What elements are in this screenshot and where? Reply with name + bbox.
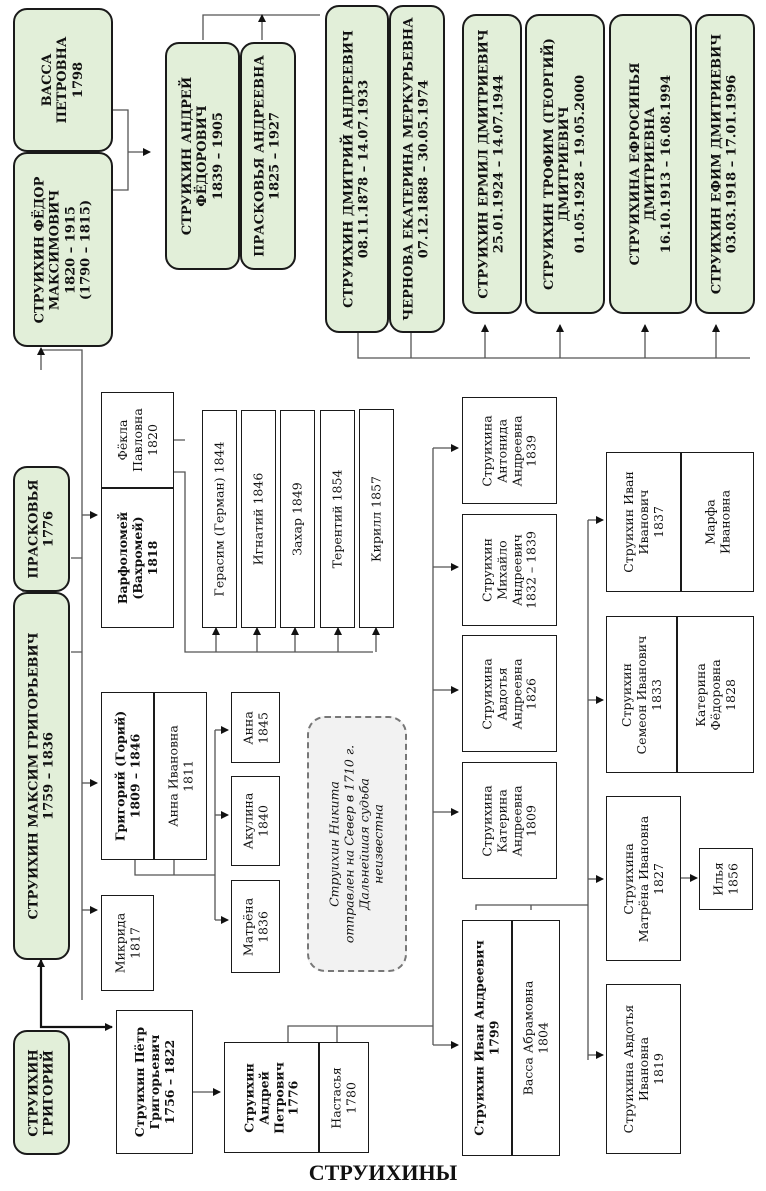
person-label: Терентий 1854	[329, 469, 345, 569]
person-label: Захар 1849	[289, 482, 305, 556]
person-box-ignatiy[interactable]: Игнатий 1846	[241, 410, 276, 628]
person-label: Герасим (Герман) 1844	[211, 441, 227, 597]
person-label: Григорий (Горий)1809 – 1846	[111, 710, 142, 842]
person-box-vafolomey[interactable]: Варфоломей(Вахромей)1818	[101, 488, 174, 628]
person-box-terentiy[interactable]: Терентий 1854	[320, 410, 355, 628]
connector-grigoriy-petr	[39, 1023, 113, 1031]
person-label: Варфоломей(Вахромей)1818	[114, 511, 159, 605]
connector-to-fedor	[41, 349, 83, 498]
person-box-grigoriy-goriy[interactable]: Григорий (Горий)1809 – 1846	[101, 692, 154, 860]
diagram-title: СТРУИХИНЫ	[308, 1160, 458, 1185]
person-label: Игнатий 1846	[250, 472, 266, 566]
person-box-zakhar[interactable]: Захар 1849	[280, 410, 315, 628]
connector-maksim-children	[71, 498, 83, 1000]
person-label: Кирилл 1857	[368, 475, 384, 562]
person-box-kirill[interactable]: Кирилл 1857	[359, 409, 394, 628]
person-box-gerasim[interactable]: Герасим (Герман) 1844	[202, 410, 237, 628]
